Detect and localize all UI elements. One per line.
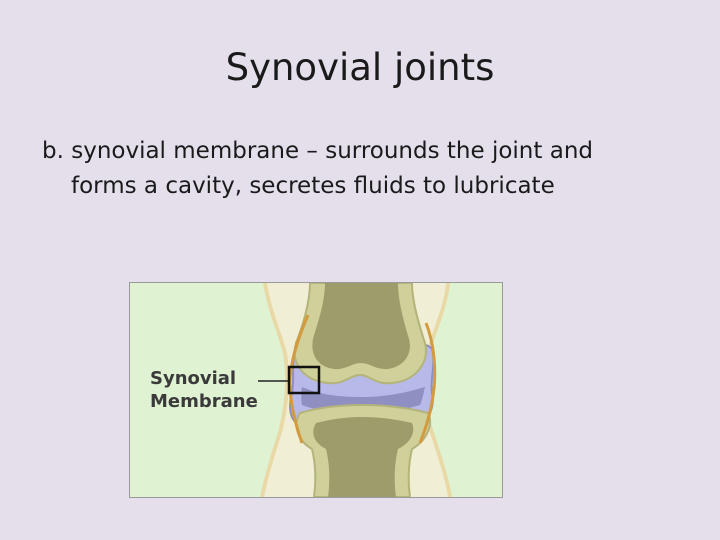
slide-title: Synovial joints: [225, 46, 495, 89]
synovial-membrane-label: Synovial Membrane: [150, 367, 258, 413]
ligament-right: [418, 322, 437, 444]
membrane-highlight-box: [287, 365, 321, 395]
leg-outline-left: [260, 283, 290, 497]
bullet-line-2: forms a cavity, secretes fluids to lubri…: [71, 173, 555, 199]
bullet-text: b. synovial membrane – surrounds the joi…: [42, 134, 692, 204]
label-line-2: Membrane: [150, 391, 258, 412]
knee-joint-illustration: [258, 283, 452, 497]
bullet-line-1: b. synovial membrane – surrounds the joi…: [42, 138, 593, 164]
synovial-joint-diagram: Synovial Membrane: [129, 282, 503, 498]
femur-inner: [312, 283, 410, 370]
label-line-1: Synovial: [150, 368, 237, 389]
tibia-inner: [313, 417, 414, 497]
